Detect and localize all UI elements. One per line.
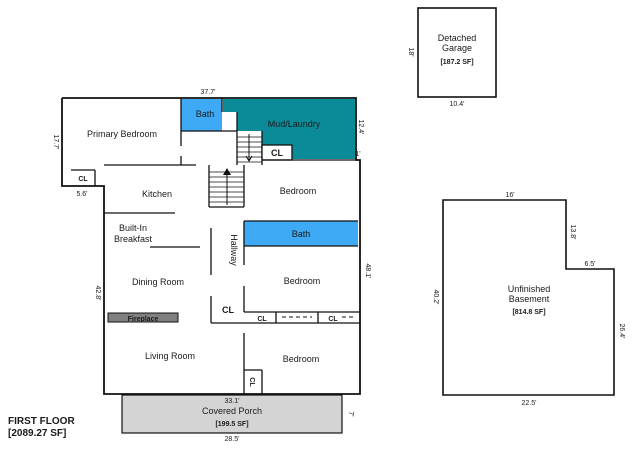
room-bedroom-mid: Bedroom — [284, 276, 321, 286]
mud-laundry-fill — [223, 99, 355, 159]
floor-title: FIRST FLOOR — [8, 416, 75, 427]
closet-hall: CL — [222, 305, 234, 315]
room-kitchen: Kitchen — [142, 189, 172, 199]
bath-top-fill — [181, 99, 222, 131]
dim-porch-bottom: 28.5' — [225, 436, 240, 443]
porch-area: [199.5 SF] — [215, 421, 248, 428]
garage-dim-bottom: 10.4' — [450, 101, 465, 108]
basement-dim-notch-h: 6.5' — [584, 261, 595, 268]
dim-primary-bottom: 5.6' — [76, 191, 87, 198]
dim-top: 37.7' — [201, 89, 216, 96]
closet-bedroom-right: CL — [328, 316, 338, 323]
room-bath-mid: Bath — [292, 229, 311, 239]
dim-right-main: 48.1' — [364, 264, 371, 279]
porch-label: Covered Porch — [202, 406, 262, 416]
garage-title-line1: Detached — [438, 33, 477, 43]
bath-mid-fill — [244, 221, 358, 246]
basement-dim-top: 16' — [505, 192, 514, 199]
room-built-in-line2: Breakfast — [114, 234, 153, 244]
basement-area: [814.8 SF] — [512, 309, 545, 316]
dim-laundry-right: 12.4' — [357, 120, 364, 135]
garage-dim-left: 18' — [407, 47, 414, 56]
room-primary-bedroom: Primary Bedroom — [87, 129, 157, 139]
dim-left-main: 42.8' — [94, 286, 101, 301]
stairs-up-arrow — [223, 168, 231, 175]
garage-title-line2: Garage — [442, 43, 472, 53]
closet-bedroom-left: CL — [257, 316, 267, 323]
basement-dim-notch-v: 13.8' — [569, 225, 576, 240]
outer-walls — [61, 97, 361, 395]
fireplace-fill — [107, 312, 179, 323]
fireplace-label: Fireplace — [128, 316, 159, 323]
room-mud-laundry: Mud/Laundry — [268, 119, 321, 129]
stairs-upper — [237, 134, 262, 163]
room-living-room: Living Room — [145, 351, 195, 361]
room-bedroom-bottom: Bedroom — [283, 354, 320, 364]
room-dining-room: Dining Room — [132, 277, 184, 287]
basement-title-line2: Basement — [509, 294, 550, 304]
closet-bottom: CL — [248, 377, 255, 387]
dim-primary-left: 17.7' — [52, 135, 59, 150]
room-bath-top: Bath — [196, 109, 215, 119]
dim-laundry-bottom: 1' — [355, 151, 360, 158]
basement-dim-bottom: 22.5' — [522, 400, 537, 407]
room-bedroom-top: Bedroom — [280, 186, 317, 196]
covered-porch-fill — [121, 394, 343, 434]
floor-area: [2089.27 SF] — [8, 428, 66, 439]
basement-title-line1: Unfinished — [508, 284, 551, 294]
dim-porch-right: 7' — [347, 411, 354, 416]
basement-dim-left: 40.2' — [432, 290, 439, 305]
closet-laundry: CL — [271, 148, 283, 158]
basement-dim-right: 26.4' — [618, 324, 625, 339]
interior-walls — [71, 98, 360, 394]
garage-outline — [417, 7, 497, 98]
garage-area: [187.2 SF] — [440, 59, 473, 66]
room-hallway: Hallway — [229, 234, 239, 266]
basement-outline — [442, 199, 615, 396]
stairs-lower — [209, 171, 244, 205]
room-built-in-line1: Built-In — [119, 223, 147, 233]
closet-primary: CL — [78, 176, 88, 183]
dim-bottom-house: 33.1' — [225, 398, 240, 405]
